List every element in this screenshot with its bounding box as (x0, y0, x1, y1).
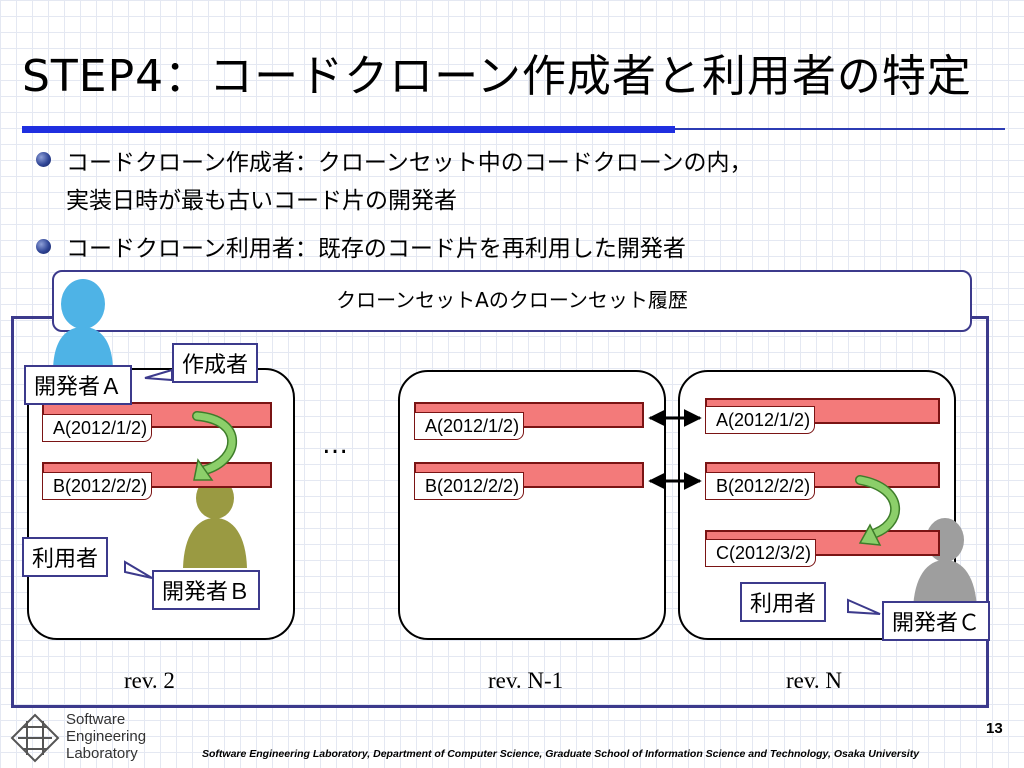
revision-label-rev-n: rev. N (786, 668, 842, 693)
user-callout: 利用者 (22, 537, 109, 577)
page-number: 13 (986, 720, 1003, 737)
ellipsis: … (322, 430, 350, 460)
fragment-label: A(2012/1/2) (42, 414, 153, 442)
fragment-label: B(2012/2/2) (705, 472, 816, 500)
fragment-label: C(2012/3/2) (705, 539, 817, 567)
lab-logo-text: Software Engineering Laboratory (66, 711, 147, 762)
fragment-label: A(2012/1/2) (705, 406, 816, 434)
creator-callout: 作成者 (172, 343, 259, 383)
clone-set-history-header: クローンセットAのクローンセット履歴 (52, 270, 972, 332)
fragment-label: A(2012/1/2) (414, 412, 525, 440)
bullet-1-line-2: 実装日時が最も古いコード片の開発者 (66, 188, 457, 214)
title-underline-thin (675, 128, 1005, 130)
title-underline (22, 126, 675, 133)
developer-b-label: 開発者Ｂ (152, 570, 261, 610)
bullet-1-line-1: コードクローン作成者：クローンセット中のコードクローンの内， (66, 150, 753, 176)
fragment-label: B(2012/2/2) (42, 472, 153, 500)
developer-a-label: 開発者Ａ (24, 365, 133, 405)
bullet-icon (36, 239, 51, 254)
revision-label-rev-2: rev. 2 (124, 668, 175, 693)
bullet-2: コードクローン利用者：既存のコード片を再利用した開発者 (66, 236, 686, 262)
slide-title: STEP4：コードクローン作成者と利用者の特定 (22, 51, 972, 102)
user-callout: 利用者 (740, 582, 827, 622)
lab-logo: Software Engineering Laboratory (8, 711, 178, 765)
bullet-icon (36, 152, 51, 167)
revision-label-rev-n-1: rev. N-1 (488, 668, 564, 693)
fragment-label: B(2012/2/2) (414, 472, 525, 500)
header-title: クローンセットAのクローンセット履歴 (336, 288, 688, 312)
developer-c-label: 開発者Ｃ (882, 601, 991, 641)
lab-logo-icon (10, 713, 60, 763)
footer-text: Software Engineering Laboratory, Departm… (202, 748, 920, 760)
